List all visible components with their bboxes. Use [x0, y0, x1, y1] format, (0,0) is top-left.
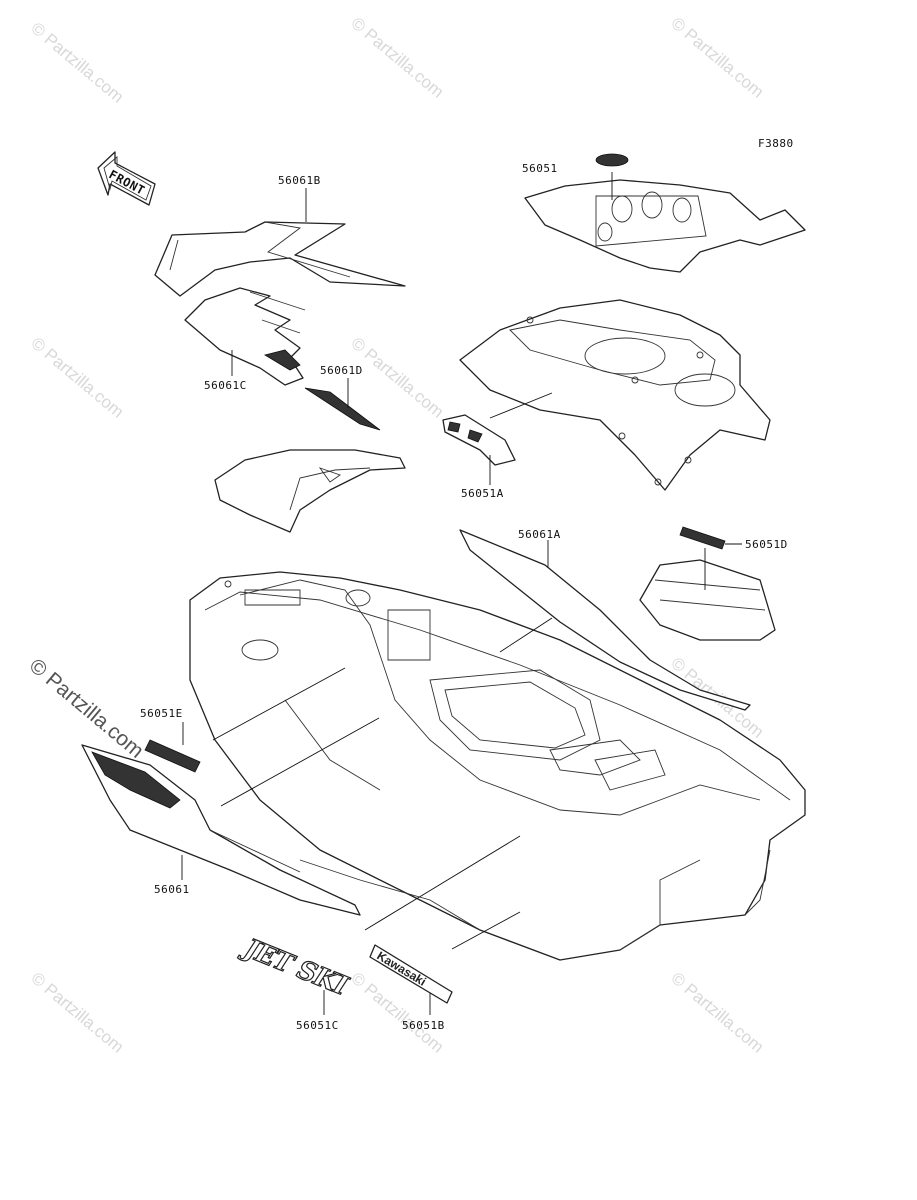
- decal-56051e: [144, 739, 201, 773]
- callout-56051b: 56051B: [402, 1019, 445, 1032]
- decal-56061: [81, 744, 361, 916]
- watermark: © Partzilla.com: [667, 14, 767, 102]
- figure-code: F3880: [758, 137, 794, 150]
- callout-56051: 56051: [522, 162, 558, 175]
- callout-56061b: 56061B: [278, 174, 321, 187]
- callout-56061c: 56061C: [204, 379, 247, 392]
- decal-56051: [595, 153, 629, 167]
- decal-56051d: [679, 526, 726, 550]
- watermark: © Partzilla.com: [27, 334, 127, 422]
- callout-56061: 56061: [154, 883, 190, 896]
- watermark: © Partzilla.com: [347, 14, 447, 102]
- watermark: © Partzilla.com: [347, 334, 447, 422]
- callout-56051a: 56051A: [461, 487, 504, 500]
- decal-56061b: [154, 221, 406, 297]
- instrument-panel: [524, 179, 806, 273]
- cover-piece: [214, 449, 406, 533]
- stern-box: [639, 559, 776, 641]
- decal-56051a: [442, 414, 516, 466]
- hood-section: [459, 299, 771, 491]
- decal-56051c: JET SKI: [235, 931, 353, 1003]
- watermark: © Partzilla.com: [667, 969, 767, 1057]
- callout-56061d: 56061D: [320, 364, 363, 377]
- decal-56061c: [184, 287, 306, 386]
- watermark: © Partzilla.com: [27, 969, 127, 1057]
- decal-56061d: [304, 387, 381, 431]
- front-arrow-icon: FRONT: [97, 151, 156, 206]
- callout-56061a: 56061A: [518, 528, 561, 541]
- callout-56051d: 56051D: [745, 538, 788, 551]
- jetski-decal-text: JET SKI: [236, 932, 353, 1002]
- callout-56051c: 56051C: [296, 1019, 339, 1032]
- callout-56051e: 56051E: [140, 707, 183, 720]
- kawasaki-decal-text: Kawasaki: [374, 949, 428, 989]
- watermark: © Partzilla.com: [27, 19, 127, 107]
- decal-56061a: [459, 529, 751, 711]
